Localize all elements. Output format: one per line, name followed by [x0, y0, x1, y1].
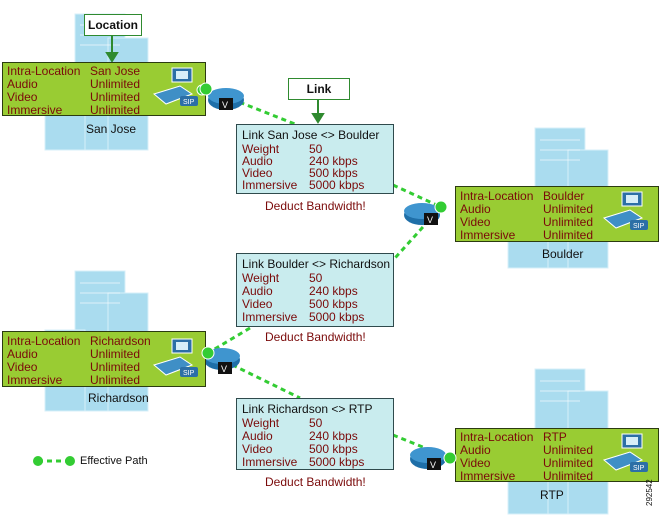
svg-text:V: V	[222, 100, 228, 110]
deduct-bandwidth-note: Deduct Bandwidth!	[265, 330, 366, 344]
svg-text:SIP: SIP	[183, 99, 195, 106]
router-icon-rtp: V	[410, 447, 446, 470]
sip-phone-icon: SIP	[602, 191, 648, 230]
path-segment-link3-rtp	[392, 433, 451, 460]
router-icon-sanjose: V	[208, 88, 244, 110]
svg-text:SIP: SIP	[183, 370, 195, 377]
svg-text:SIP: SIP	[633, 223, 645, 230]
link-title: Link Boulder <> Richardson	[242, 257, 391, 271]
site-label-sanjose: San Jose	[86, 122, 137, 136]
link-title: Link San Jose <> Boulder	[242, 128, 380, 142]
link-callout: Link	[288, 78, 350, 100]
svg-text:V: V	[221, 364, 227, 374]
site-label-boulder: Boulder	[542, 247, 584, 261]
path-segment-richardson-link3	[207, 351, 301, 400]
link-title: Link Richardson <> RTP	[242, 402, 373, 416]
location-callout: Location	[84, 14, 142, 36]
deduct-bandwidth-note: Deduct Bandwidth!	[265, 199, 366, 213]
legend-label: Effective Path	[80, 455, 148, 467]
svg-text:V: V	[430, 460, 436, 470]
router-icon-boulder: V	[404, 203, 440, 225]
sip-phone-icon: SIP	[152, 338, 198, 377]
site-label-rtp: RTP	[540, 488, 564, 502]
path-segment-sj-link1	[205, 87, 301, 128]
sip-phone-icon: SIP	[602, 433, 648, 472]
svg-text:V: V	[427, 215, 433, 225]
svg-text:SIP: SIP	[633, 465, 645, 472]
legend-effective-path-sample	[33, 456, 75, 466]
figure-id: 292542	[645, 479, 654, 506]
site-label-richardson: Richardson	[88, 391, 149, 405]
deduct-bandwidth-note: Deduct Bandwidth!	[265, 475, 366, 489]
